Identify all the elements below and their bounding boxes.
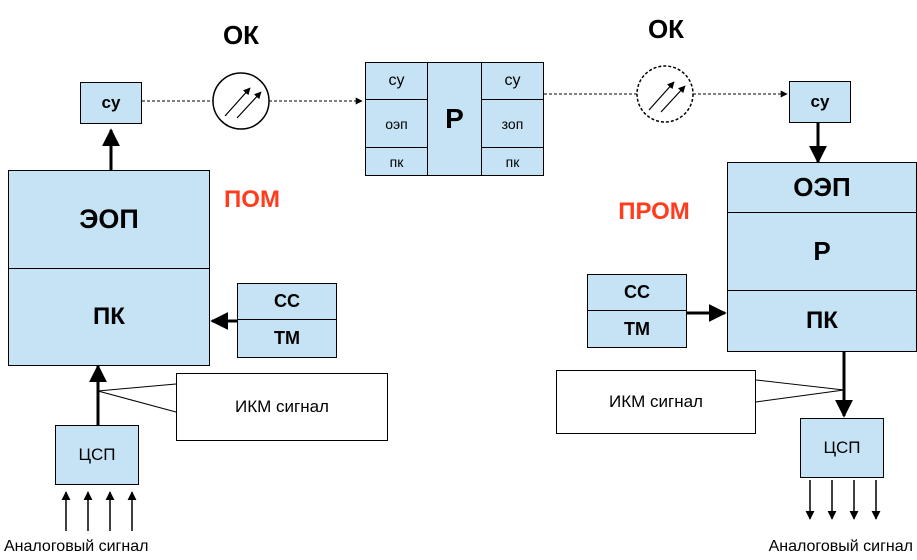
analog-signal-input-label: Аналоговый сигнал bbox=[4, 538, 149, 555]
transmitter-eop-label: ЭОП bbox=[9, 171, 209, 269]
ok-label-left: ОК bbox=[222, 19, 260, 50]
transmitter-tm-label: ТМ bbox=[274, 328, 300, 348]
transmitter-pom-block: ЭОП ПК bbox=[8, 170, 210, 366]
repeater-left-pk-label: пк bbox=[389, 153, 404, 170]
analog-input-arrows bbox=[61, 491, 137, 531]
transmitter-ikm-callout-text: ИКМ сигнал bbox=[235, 397, 329, 416]
repeater-left-oep-label: оэп bbox=[366, 100, 427, 148]
repeater-block: су оэп пк Р су зоп пк bbox=[365, 62, 544, 176]
transmitter-cc-tm-block: СС ТМ bbox=[237, 283, 337, 358]
analog-signal-output-label: Аналоговый сигнал bbox=[768, 538, 913, 555]
receiver-csp-label: ЦСП bbox=[823, 438, 861, 457]
receiver-r-label: Р bbox=[728, 213, 916, 291]
repeater-right-pk-label: пк bbox=[505, 153, 520, 170]
transmitter-pk-label: ПК bbox=[93, 303, 125, 330]
receiver-oep-label: ОЭП bbox=[728, 163, 916, 213]
receiver-cc-label: СС bbox=[588, 275, 686, 311]
repeater-right-zop-label: зоп bbox=[482, 100, 543, 148]
receiver-cc-tm-block: СС ТМ bbox=[587, 274, 687, 348]
transmitter-su-block: су bbox=[80, 82, 142, 124]
receiver-ikm-callout: ИКМ сигнал bbox=[556, 370, 756, 434]
receiver-ikm-callout-text: ИКМ сигнал bbox=[609, 392, 703, 411]
transmitter-su-label: су bbox=[101, 93, 121, 112]
repeater-center-label: Р bbox=[445, 103, 464, 134]
prom-label: ПРОМ bbox=[618, 198, 690, 225]
optical-detector-right-icon bbox=[636, 65, 694, 123]
analog-output-arrows bbox=[805, 480, 881, 520]
transmitter-cc-label: СС bbox=[238, 284, 336, 320]
receiver-csp-block: ЦСП bbox=[800, 418, 884, 478]
receiver-su-block: су bbox=[789, 81, 851, 123]
receiver-prom-block: ОЭП Р ПК bbox=[727, 162, 917, 352]
ok-label-right: ОК bbox=[647, 13, 685, 44]
pom-label: ПОМ bbox=[224, 186, 280, 213]
transmitter-csp-label: ЦСП bbox=[78, 445, 116, 464]
repeater-right-su-label: су bbox=[482, 63, 543, 100]
transmitter-csp-block: ЦСП bbox=[55, 425, 139, 485]
repeater-left-su-label: су bbox=[366, 63, 427, 100]
receiver-su-label: су bbox=[810, 92, 830, 111]
receiver-tm-label: ТМ bbox=[624, 318, 650, 339]
optical-detector-left-icon bbox=[212, 72, 270, 130]
transmitter-ikm-callout: ИКМ сигнал bbox=[176, 373, 388, 441]
receiver-pk-label: ПК bbox=[806, 307, 838, 334]
